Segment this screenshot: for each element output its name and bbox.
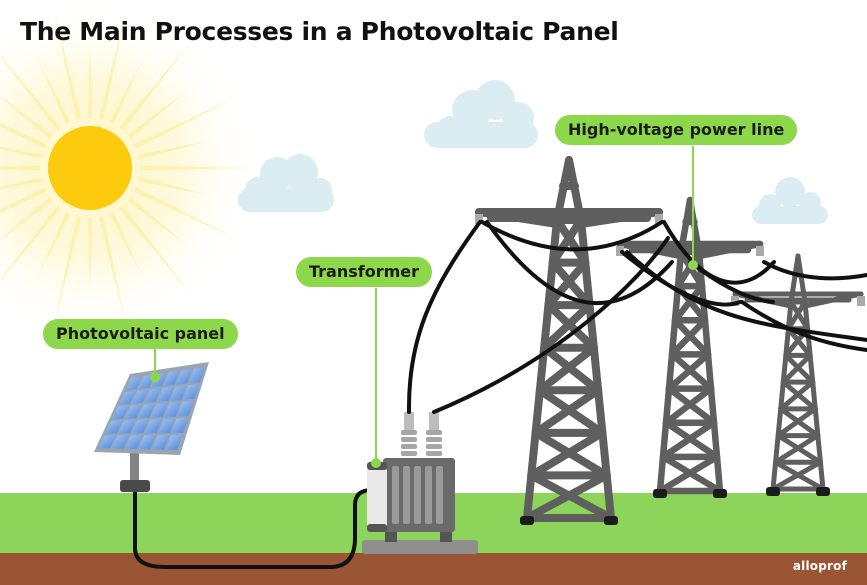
sun-ray: [98, 7, 127, 120]
panel-cell: [144, 388, 162, 403]
sun-ray: [0, 54, 61, 131]
sun-ray: [109, 59, 143, 124]
panel-cell: [131, 389, 149, 404]
transformer: [362, 412, 478, 554]
leader-dots: [150, 260, 698, 468]
panel-cell: [111, 405, 130, 420]
panel-cell: [171, 418, 189, 434]
sun-ray: [53, 216, 82, 329]
sun-ray: [138, 141, 207, 160]
sun-ray: [53, 7, 82, 120]
transformer-base: [362, 540, 478, 554]
sun-ray: [134, 187, 239, 240]
panel-cells: [98, 367, 205, 450]
sun-ray: [0, 197, 53, 240]
panel-cell: [125, 435, 143, 449]
panel-cell: [125, 376, 143, 391]
sun-ray: [87, 217, 93, 288]
panel-cell: [164, 402, 181, 418]
panel-cell: [152, 435, 170, 450]
sun: [0, 0, 260, 338]
panel-cell: [176, 368, 193, 385]
panel-cell: [177, 401, 194, 417]
panel-post: [130, 448, 139, 482]
power-cables: [406, 220, 867, 414]
sun-ray: [87, 48, 93, 119]
photovoltaic-panel: [94, 362, 209, 492]
sun-ray: [0, 165, 41, 171]
sun-ray: [134, 96, 239, 149]
transformer-tank: [367, 468, 387, 528]
sun-ray: [0, 96, 53, 139]
cloud-large: [424, 80, 538, 148]
alloprof-logo: alloprof: [792, 559, 847, 573]
panel-cell: [144, 419, 162, 434]
sun-ray: [119, 205, 193, 297]
label-photovoltaic-panel: Photovoltaic panel: [43, 319, 238, 349]
panel-cell: [165, 435, 183, 450]
sun-ray: [109, 212, 143, 277]
transformer-bushings: [401, 412, 442, 456]
panel-cell: [163, 370, 180, 387]
sun-ray: [139, 165, 255, 171]
sun-ray: [0, 176, 42, 190]
label-transformer: Transformer: [296, 257, 433, 287]
sun-ray: [138, 176, 207, 195]
panel-cell: [158, 418, 175, 434]
sun-ray: [127, 197, 184, 243]
underground-cable: [133, 488, 373, 569]
sun-ray: [37, 212, 71, 277]
page-title: The Main Processes in a Photovoltaic Pan…: [20, 17, 619, 46]
sun-ray: [37, 59, 71, 124]
leader-lines: [154, 146, 694, 462]
sun-ray: [98, 216, 127, 329]
panel-cell: [188, 367, 205, 384]
sun-ray: [0, 146, 42, 160]
sun-disc: [48, 126, 132, 210]
panel-cell: [138, 435, 156, 450]
panel-cell: [105, 420, 123, 434]
panel-cell: [124, 404, 142, 419]
sun-ray: [0, 123, 46, 149]
tower-middle: [616, 196, 764, 498]
cloud-medium: [238, 154, 334, 212]
sun-ray: [127, 93, 184, 139]
tower-near: [475, 156, 663, 525]
soil: [0, 553, 867, 585]
sun-ray: [0, 205, 61, 282]
panel-cell: [98, 435, 116, 449]
panel-base: [120, 480, 150, 492]
sun-ray: [0, 187, 46, 213]
panel-cell: [118, 420, 136, 434]
panel-cell: [131, 419, 149, 434]
panel-cell: [151, 403, 168, 418]
panel-cell: [170, 385, 187, 401]
transmission-towers: [475, 156, 865, 525]
sun-ray: [119, 39, 193, 131]
panel-cell: [150, 372, 168, 388]
panel-cell: [138, 403, 155, 419]
panel-cell: [157, 386, 174, 402]
cloud-small: [752, 177, 828, 224]
tower-far: [731, 253, 865, 496]
panel-cell: [111, 435, 130, 449]
panel-cell: [118, 391, 136, 405]
sun-rays: [0, 7, 255, 329]
panel-cell: [183, 384, 200, 400]
label-high-voltage-power-line: High-voltage power line: [555, 115, 798, 145]
